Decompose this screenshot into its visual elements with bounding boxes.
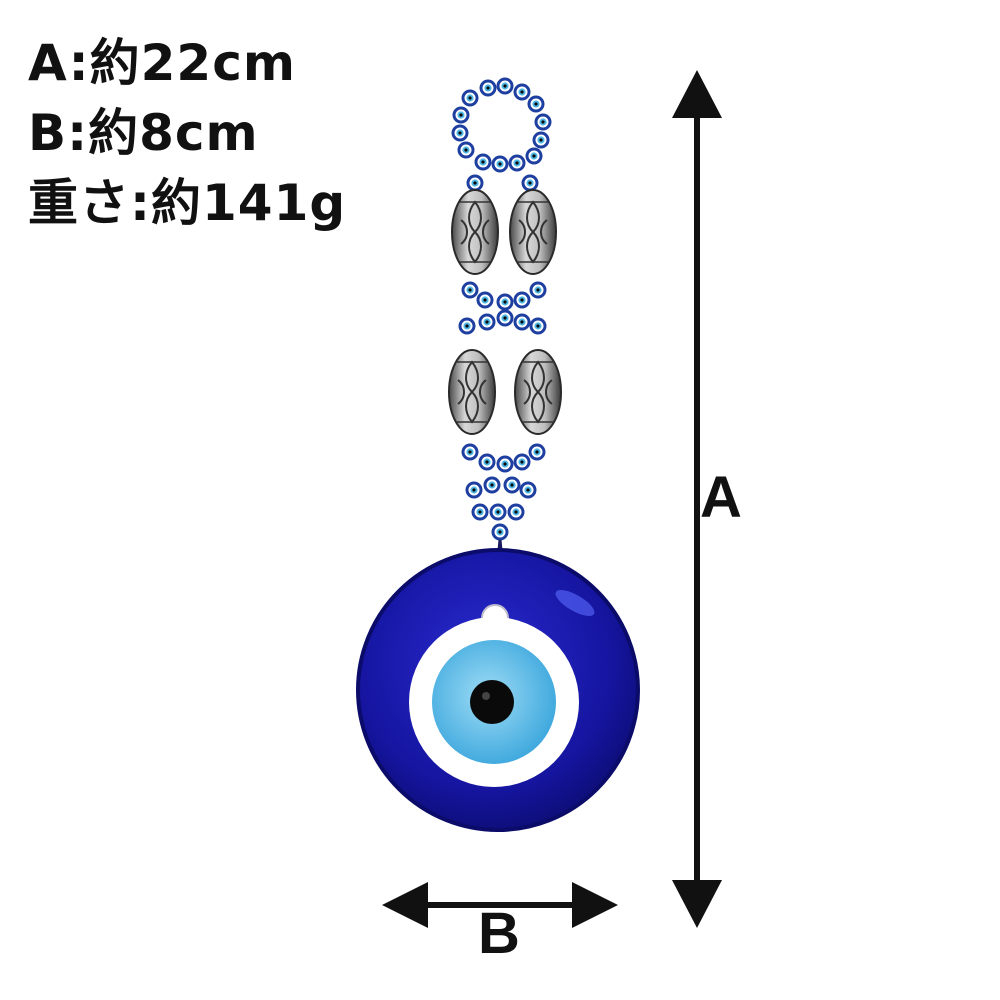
metal-bead <box>448 349 496 435</box>
metal-bead <box>509 189 557 275</box>
dimension-arrow-b <box>382 882 618 928</box>
middle-connector <box>458 281 547 335</box>
metal-bead <box>451 189 499 275</box>
evil-eye-pendant <box>356 548 640 832</box>
dimension-label-b: B <box>478 901 520 966</box>
dimension-arrow-a <box>672 70 722 928</box>
dimension-label-a: A <box>700 465 742 530</box>
bead-chain <box>448 77 562 581</box>
spec-weight: 重さ:約141g <box>28 174 347 232</box>
spec-list: A:約22cm B:約8cm 重さ:約141g <box>28 28 346 238</box>
metal-bead <box>514 349 562 435</box>
spec-size-a: A:約22cm <box>28 34 296 92</box>
top-loop <box>451 77 552 192</box>
lower-connector <box>461 443 546 541</box>
spec-size-b: B:約8cm <box>28 104 259 162</box>
